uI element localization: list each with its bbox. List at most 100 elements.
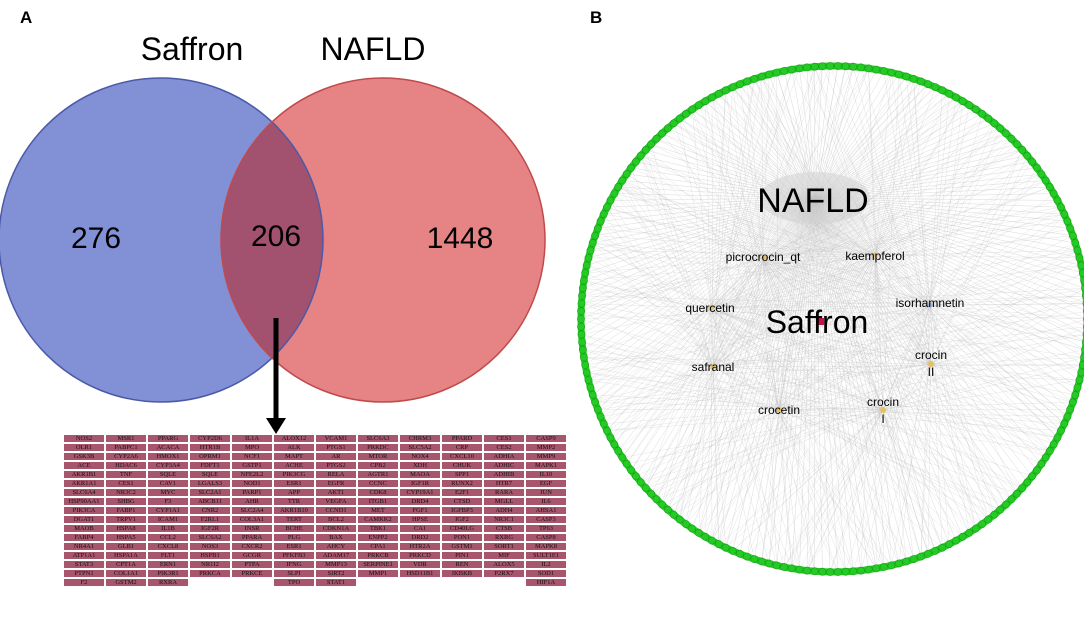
network-edge bbox=[929, 174, 1042, 306]
network-edge bbox=[710, 307, 713, 541]
target-node bbox=[688, 524, 697, 533]
gene-cell: CES1 bbox=[484, 435, 524, 442]
gene-cell: TPO bbox=[274, 579, 314, 586]
gene-cell: ABCB11 bbox=[190, 498, 230, 505]
network-edge bbox=[597, 366, 714, 410]
network-edge bbox=[778, 193, 1054, 411]
network-edge bbox=[929, 257, 1080, 306]
network-edge bbox=[784, 304, 931, 568]
target-node bbox=[780, 563, 789, 571]
network-edge bbox=[640, 409, 780, 483]
gene-cell: FDFT1 bbox=[190, 462, 230, 469]
network-edge bbox=[746, 81, 932, 365]
network-edge bbox=[762, 257, 1082, 373]
network-edge bbox=[874, 161, 1033, 256]
network-edge bbox=[582, 341, 780, 411]
network-edge bbox=[874, 128, 1001, 256]
gene-cell: IL2 bbox=[526, 561, 566, 568]
network-edge bbox=[778, 65, 839, 411]
gene-cell bbox=[484, 579, 524, 586]
network-edge bbox=[640, 254, 876, 483]
gene-cell: STAT1 bbox=[316, 579, 356, 586]
network-edge bbox=[778, 66, 846, 411]
network-edge bbox=[778, 101, 963, 411]
gene-cell: RXRA bbox=[148, 579, 188, 586]
target-node bbox=[818, 62, 827, 71]
network-edge bbox=[592, 394, 884, 411]
network-edge bbox=[698, 409, 780, 533]
gene-cell: ICAM1 bbox=[148, 516, 188, 523]
network-edge bbox=[868, 68, 884, 411]
network-edge bbox=[791, 254, 876, 569]
network-edge bbox=[588, 363, 932, 381]
gene-cell: AKR1B1 bbox=[64, 471, 104, 478]
target-node bbox=[614, 447, 623, 455]
gene-cell: FLT1 bbox=[148, 552, 188, 559]
gene-cell bbox=[232, 579, 272, 586]
network-edge bbox=[762, 128, 1001, 259]
gene-cell: CASP3 bbox=[526, 516, 566, 523]
network-edge bbox=[874, 254, 1062, 431]
gene-cell: MAOB bbox=[64, 525, 104, 532]
network-edge bbox=[874, 186, 1050, 256]
network-edge bbox=[929, 304, 1018, 494]
network-edge bbox=[583, 307, 712, 358]
network-ring-nodes bbox=[577, 62, 1084, 576]
gene-cell: IKBKB bbox=[442, 570, 482, 577]
network-edge bbox=[718, 254, 876, 545]
target-node bbox=[1077, 368, 1084, 377]
gene-cell: PABPC1 bbox=[106, 444, 146, 451]
network-edge bbox=[712, 366, 770, 564]
network-edge bbox=[710, 307, 950, 545]
network-edge bbox=[712, 76, 762, 368]
gene-cell: OPRM1 bbox=[190, 453, 230, 460]
gene-cell: HTR2A bbox=[400, 543, 440, 550]
network-edge bbox=[874, 254, 914, 560]
gene-cell: ESR1 bbox=[274, 480, 314, 487]
network-edge bbox=[882, 74, 900, 411]
target-node bbox=[849, 567, 858, 576]
network-edge bbox=[762, 257, 963, 537]
gene-cell: GCGR bbox=[232, 552, 272, 559]
gene-cell: IL6 bbox=[526, 498, 566, 505]
network-edge bbox=[645, 149, 714, 368]
gene-cell: PRKCD bbox=[400, 552, 440, 559]
target-node bbox=[1049, 189, 1058, 198]
target-node bbox=[772, 68, 781, 77]
network-edge bbox=[845, 66, 932, 365]
gene-cell: RARA bbox=[484, 489, 524, 496]
target-node bbox=[1078, 361, 1084, 369]
network-edge bbox=[882, 149, 1023, 411]
target-node bbox=[879, 67, 888, 75]
target-node bbox=[606, 196, 615, 205]
network-edge bbox=[814, 197, 1084, 296]
target-node bbox=[1018, 484, 1027, 492]
network-edge bbox=[778, 123, 995, 411]
gene-cell: ACHE bbox=[274, 462, 314, 469]
network-edge bbox=[618, 186, 764, 259]
gene-cell: CYP3A4 bbox=[148, 462, 188, 469]
network-edge bbox=[580, 197, 816, 320]
network-edge bbox=[583, 280, 780, 411]
gene-cell: HTR1B bbox=[190, 444, 230, 451]
network-edge bbox=[814, 197, 936, 551]
network-edge bbox=[622, 180, 931, 306]
target-node bbox=[1081, 284, 1084, 292]
network-edge bbox=[710, 78, 755, 309]
network-edge bbox=[929, 304, 1084, 319]
target-node bbox=[958, 97, 967, 106]
network-edge bbox=[582, 341, 714, 368]
network-edge bbox=[929, 304, 1084, 350]
target-node bbox=[818, 567, 827, 576]
gene-cell: PFKFB3 bbox=[274, 552, 314, 559]
gene-cell: PIK3R1 bbox=[148, 570, 188, 577]
target-node bbox=[772, 561, 781, 570]
target-node bbox=[917, 77, 925, 86]
target-node bbox=[580, 353, 588, 362]
target-node bbox=[757, 72, 766, 81]
network-edge bbox=[712, 66, 823, 368]
target-node bbox=[682, 110, 690, 118]
target-node bbox=[810, 62, 819, 71]
network-edge bbox=[711, 257, 764, 541]
